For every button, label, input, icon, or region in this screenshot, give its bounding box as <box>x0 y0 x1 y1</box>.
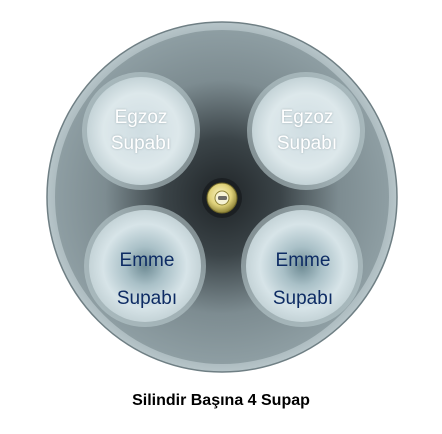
valve-label-line: Emme <box>275 250 331 271</box>
valve-label-line: Supabı <box>276 133 338 154</box>
valve-label-top-right: Egzoz Supabı <box>262 105 352 157</box>
diagram-caption: Silindir Başına 4 Supap <box>132 392 310 409</box>
valve-top-right <box>247 72 365 190</box>
valve-label-bottom-right: Emme Supabı <box>258 242 348 318</box>
valve-label-bottom-left: Emme Supabı <box>102 242 192 318</box>
valve-top-left <box>82 72 200 190</box>
valve-label-line: Supabı <box>116 288 178 309</box>
valve-label-line: Egzoz <box>114 107 168 128</box>
valve-label-line: Emme <box>119 250 175 271</box>
valve-label-line: Supabı <box>272 288 334 309</box>
valve-label-line: Egzoz <box>280 107 334 128</box>
valve-label-line: Supabı <box>110 133 172 154</box>
valve-label-top-left: Egzoz Supabı <box>96 105 186 157</box>
valve-bottom-right <box>241 205 363 327</box>
valve-bottom-left <box>84 205 206 327</box>
spark-plug-icon <box>202 178 242 218</box>
